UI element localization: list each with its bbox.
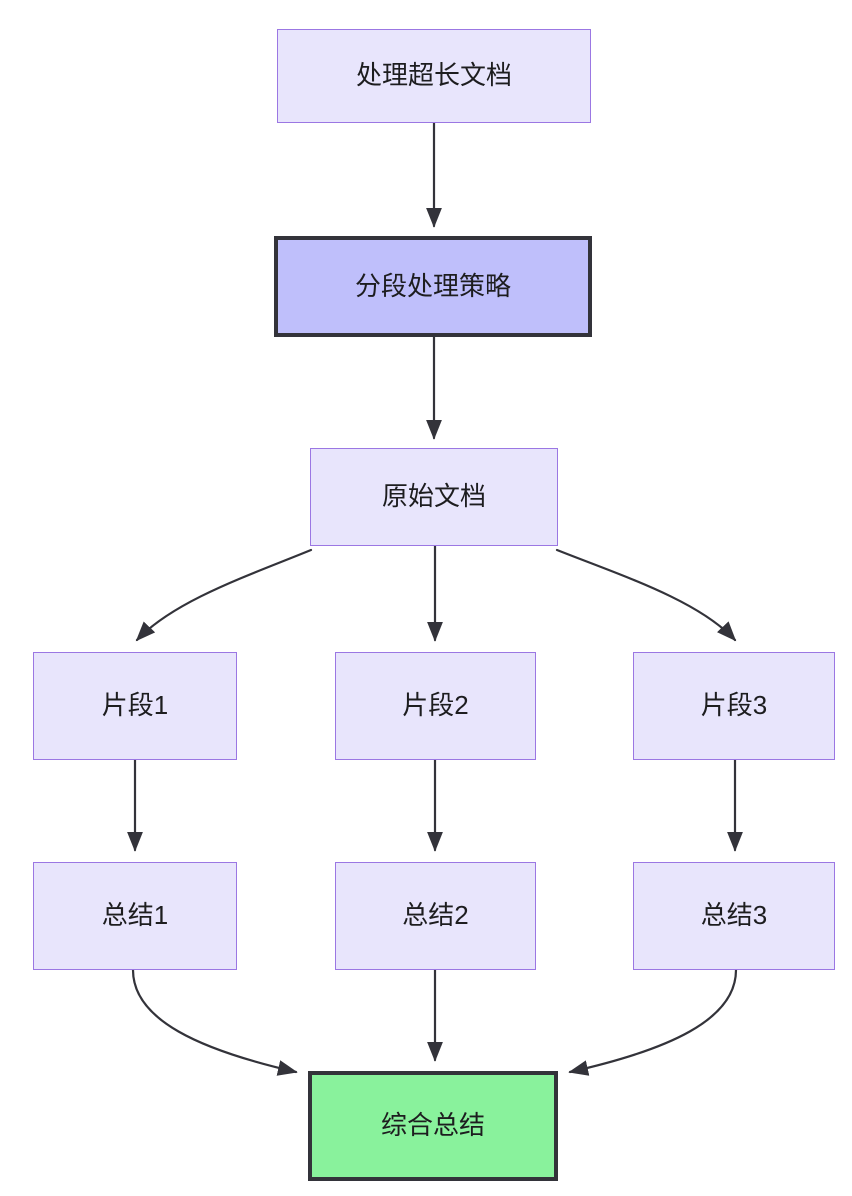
flow-node-label-strategy: 分段处理策略 [354,270,511,301]
flow-node-sum3[interactable]: 总结3 [633,862,835,970]
flow-node-label-chunk1: 片段1 [101,690,169,721]
flow-node-source[interactable]: 原始文档 [310,448,558,546]
flow-node-chunk2[interactable]: 片段2 [335,652,536,760]
flow-node-sum2[interactable]: 总结2 [335,862,536,970]
flow-node-label-source: 原始文档 [381,481,486,512]
flow-node-chunk1[interactable]: 片段1 [33,652,237,760]
edge-sum1-to-final [131,968,298,1076]
flow-node-strategy[interactable]: 分段处理策略 [274,236,592,337]
flow-node-label-chunk2: 片段2 [402,690,469,721]
flow-node-label-doc: 处理超长文档 [355,60,512,91]
flow-node-label-sum3: 总结3 [700,900,768,931]
flow-node-chunk3[interactable]: 片段3 [633,652,835,760]
flow-node-label-chunk3: 片段3 [700,690,768,721]
flow-node-sum1[interactable]: 总结1 [33,862,237,970]
edge-source-to-chunk1 [135,548,313,642]
flow-node-label-sum1: 总结1 [101,900,169,931]
flow-node-final[interactable]: 综合总结 [308,1071,558,1181]
flow-node-label-sum2: 总结2 [402,900,469,931]
edge-sum3-to-final [568,968,738,1076]
edge-source-to-chunk3 [555,548,737,642]
flow-node-label-final: 综合总结 [380,1110,485,1141]
flow-node-doc[interactable]: 处理超长文档 [277,29,591,123]
